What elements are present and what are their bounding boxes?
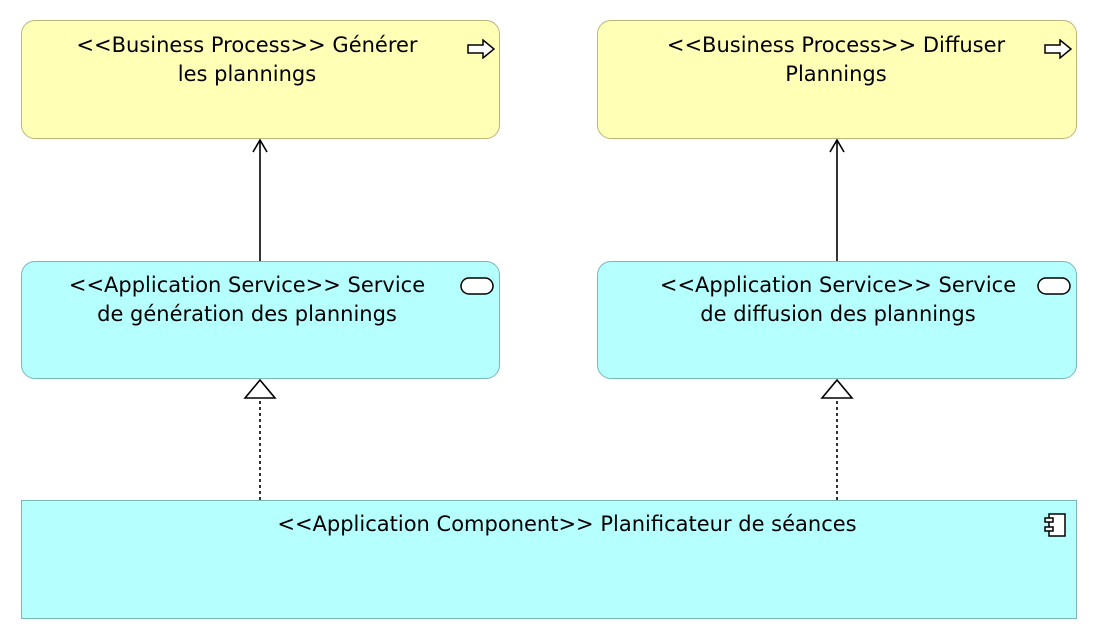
application-component-label: <<Application Component>> Planificateur … — [277, 512, 857, 536]
serving-relationship-generation[interactable] — [252, 138, 268, 261]
business-process-label: <<Business Process>> Diffuser Plannings — [666, 33, 1006, 86]
business-process-diffuser[interactable]: <<Business Process>> Diffuser Plannings — [597, 20, 1077, 139]
service-pill-icon — [460, 275, 494, 304]
business-process-label: <<Business Process>> Générer les plannin… — [76, 33, 418, 86]
business-process-generer[interactable]: <<Business Process>> Générer les plannin… — [21, 20, 500, 139]
realization-relationship-diffusion[interactable] — [820, 378, 854, 500]
application-service-label: <<Application Service>> Service de génér… — [68, 273, 426, 326]
component-icon — [1042, 512, 1068, 546]
application-component-planificateur[interactable]: <<Application Component>> Planificateur … — [21, 500, 1077, 619]
application-service-diffusion[interactable]: <<Application Service>> Service de diffu… — [597, 261, 1077, 379]
application-service-generation[interactable]: <<Application Service>> Service de génér… — [21, 261, 500, 379]
serving-relationship-diffusion[interactable] — [829, 138, 845, 261]
application-service-label: <<Application Service>> Service de diffu… — [659, 273, 1017, 326]
process-arrow-icon — [467, 38, 496, 67]
realization-relationship-generation[interactable] — [243, 378, 277, 500]
process-arrow-icon — [1044, 38, 1073, 67]
service-pill-icon — [1037, 275, 1071, 304]
